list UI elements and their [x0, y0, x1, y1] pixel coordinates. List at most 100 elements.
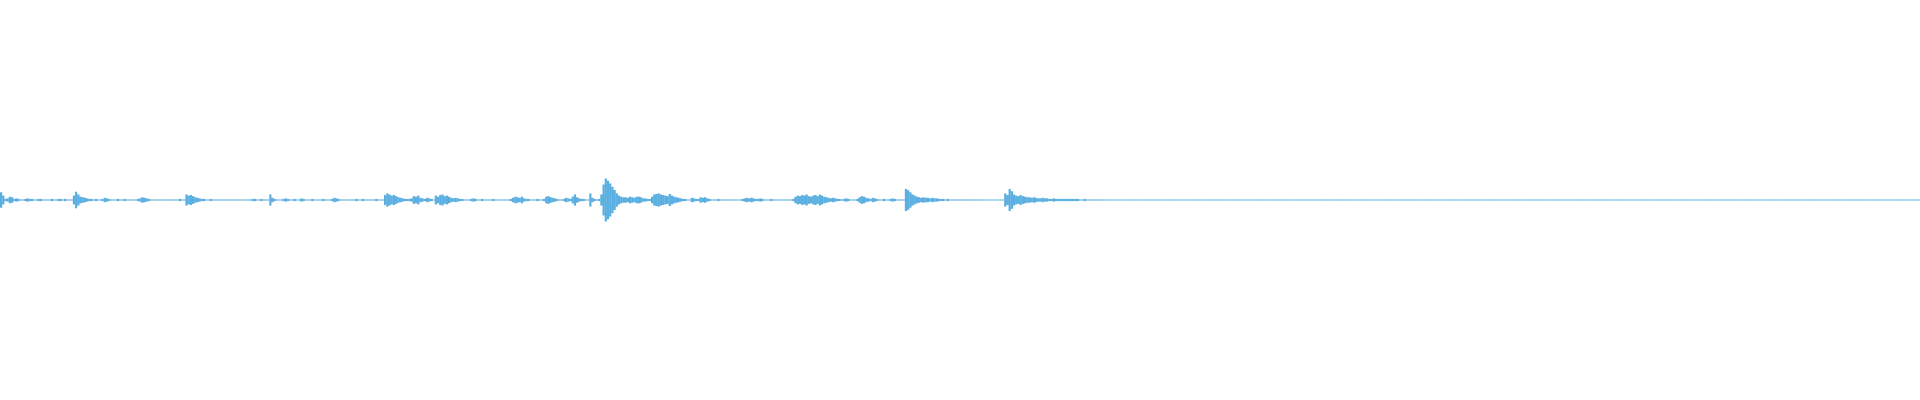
- waveform-sample: [1317, 199, 1320, 201]
- waveform-sample: [1286, 199, 1289, 201]
- waveform-sample: [392, 195, 396, 205]
- waveform-sample: [1291, 199, 1294, 201]
- waveform-sample: [1090, 199, 1093, 201]
- waveform-sample: [1714, 199, 1717, 201]
- waveform-sample: [973, 199, 976, 201]
- waveform-sample: [220, 199, 223, 201]
- waveform-sample: [615, 193, 618, 207]
- waveform-sample: [1467, 199, 1470, 201]
- waveform-sample: [339, 199, 343, 201]
- waveform-sample: [712, 199, 716, 201]
- waveform-sample: [918, 197, 921, 203]
- waveform-sample: [686, 199, 689, 201]
- waveform-sample: [1165, 199, 1168, 201]
- waveform-sample: [990, 199, 994, 201]
- waveform-sample: [893, 198, 896, 202]
- waveform-sample: [8, 196, 12, 204]
- waveform-sample: [355, 198, 358, 202]
- waveform-sample: [1213, 199, 1216, 201]
- waveform-sample: [809, 196, 813, 204]
- waveform-sample: [92, 199, 95, 201]
- waveform-sample: [1275, 199, 1278, 201]
- waveform-sample: [847, 198, 850, 202]
- waveform-sample: [796, 195, 799, 205]
- waveform-sample: [465, 199, 468, 201]
- waveform-sample: [1116, 199, 1119, 201]
- waveform-sample: [1803, 199, 1806, 201]
- waveform-sample: [1123, 199, 1126, 201]
- waveform-sample: [1273, 199, 1276, 201]
- waveform-sample: [878, 199, 881, 201]
- waveform-sample: [761, 198, 764, 202]
- waveform-sample: [1410, 199, 1413, 201]
- waveform-sample: [860, 196, 863, 204]
- waveform-sample: [1652, 199, 1656, 201]
- waveform-sample: [911, 194, 914, 206]
- waveform-sample: [756, 198, 760, 202]
- waveform-sample: [743, 198, 746, 202]
- waveform-sample: [1895, 199, 1898, 201]
- waveform-sample: [395, 196, 398, 204]
- waveform-sample: [372, 199, 376, 201]
- waveform-sample: [518, 197, 521, 203]
- waveform-sample: [536, 198, 539, 202]
- waveform-sample: [150, 199, 153, 201]
- waveform-sample: [134, 199, 137, 201]
- waveform-sample: [902, 199, 905, 201]
- waveform-sample: [1112, 199, 1115, 201]
- waveform-sample: [520, 196, 524, 204]
- waveform-sample: [670, 195, 674, 205]
- waveform-sample: [214, 199, 217, 201]
- waveform-sample: [222, 199, 226, 201]
- waveform-sample: [485, 199, 488, 201]
- waveform-sample: [52, 199, 56, 201]
- waveform-sample: [569, 198, 572, 202]
- waveform-sample: [361, 198, 365, 202]
- waveform-sample: [741, 198, 744, 202]
- waveform-sample: [311, 198, 314, 202]
- waveform-sample: [1536, 199, 1539, 201]
- waveform-sample: [602, 184, 605, 216]
- waveform-sample: [1438, 199, 1442, 201]
- waveform-sample: [982, 199, 985, 201]
- waveform-sample: [779, 199, 782, 201]
- waveform-sample: [1037, 198, 1040, 202]
- waveform-sample: [1494, 199, 1497, 201]
- waveform-sample: [1560, 199, 1563, 201]
- waveform-sample: [1277, 199, 1280, 201]
- waveform-sample: [1416, 199, 1420, 201]
- waveform-sample: [1414, 199, 1417, 201]
- waveform-sample: [370, 199, 373, 201]
- waveform-sample: [1396, 199, 1400, 201]
- waveform-sample: [450, 197, 453, 203]
- waveform-sample: [951, 199, 954, 201]
- waveform-sample: [527, 198, 530, 202]
- waveform-sample: [1805, 199, 1808, 201]
- waveform-sample: [432, 199, 435, 201]
- waveform-sample: [1394, 199, 1397, 201]
- waveform-sample: [913, 195, 916, 205]
- waveform-sample: [1856, 199, 1859, 201]
- waveform-sample: [494, 199, 497, 201]
- waveform-sample: [1840, 199, 1843, 201]
- waveform-sample: [900, 199, 903, 201]
- waveform-sample: [1851, 199, 1854, 201]
- waveform-sample: [386, 193, 389, 207]
- waveform-sample: [843, 198, 846, 202]
- waveform-sample: [593, 198, 596, 202]
- waveform-sample: [1644, 199, 1647, 201]
- waveform-sample: [1743, 199, 1746, 201]
- waveform-sample: [1370, 199, 1373, 201]
- waveform-sample: [1264, 199, 1267, 201]
- waveform-sample: [1092, 199, 1095, 201]
- waveform-sample: [1182, 199, 1186, 201]
- waveform-sample: [1363, 199, 1367, 201]
- waveform-sample: [1489, 199, 1492, 201]
- waveform-sample: [1469, 199, 1472, 201]
- waveform-sample: [834, 198, 837, 202]
- waveform-sample: [1756, 199, 1759, 201]
- waveform-sample: [1655, 199, 1658, 201]
- waveform-sample: [1008, 188, 1011, 212]
